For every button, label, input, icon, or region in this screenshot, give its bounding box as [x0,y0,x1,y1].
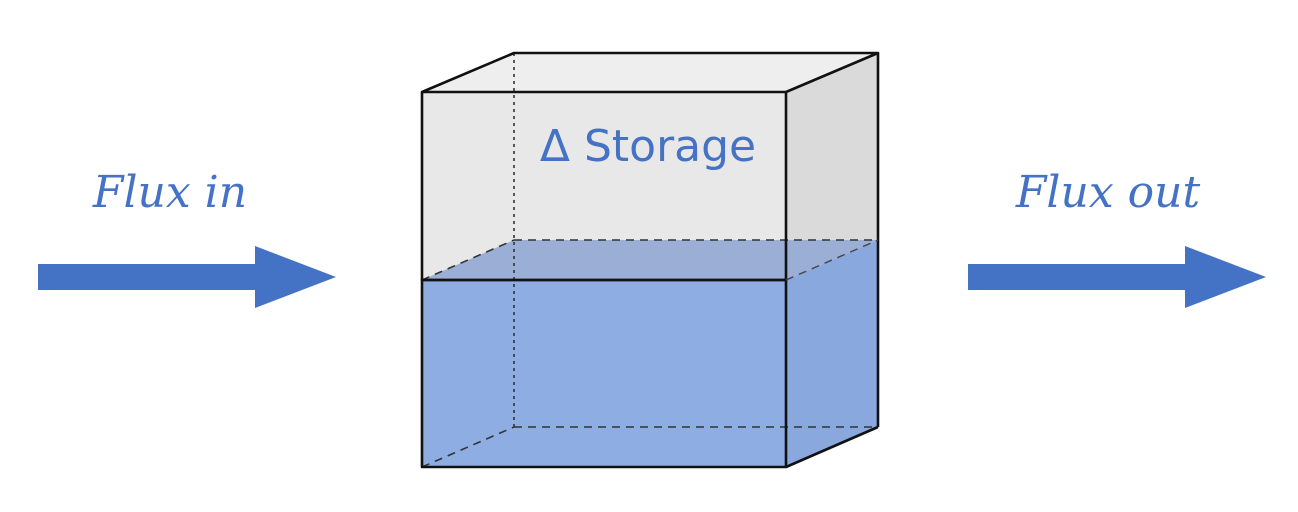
storage-label: Δ Storage [540,121,756,172]
box-right-face-upper [786,53,878,280]
front-lower-outline [420,278,788,469]
flux-out-label: Flux out [1015,167,1201,218]
water-right-face [786,240,878,467]
bottom-right-depth-edge [785,425,879,469]
water-volume [422,240,878,467]
water-front-face [422,280,786,467]
water-surface [422,240,878,280]
flux-in-label: Flux in [92,167,247,218]
top-left-depth-edge [421,52,515,93]
bottom-left-depth-edge [421,426,515,468]
water-left-depth-edge [421,239,515,281]
water-right-depth-edge [785,239,879,281]
hidden-edges [421,53,878,468]
box-top-face [422,53,878,92]
flux-out-arrow-icon [968,246,1266,308]
flux-in-arrow-icon [38,246,336,308]
